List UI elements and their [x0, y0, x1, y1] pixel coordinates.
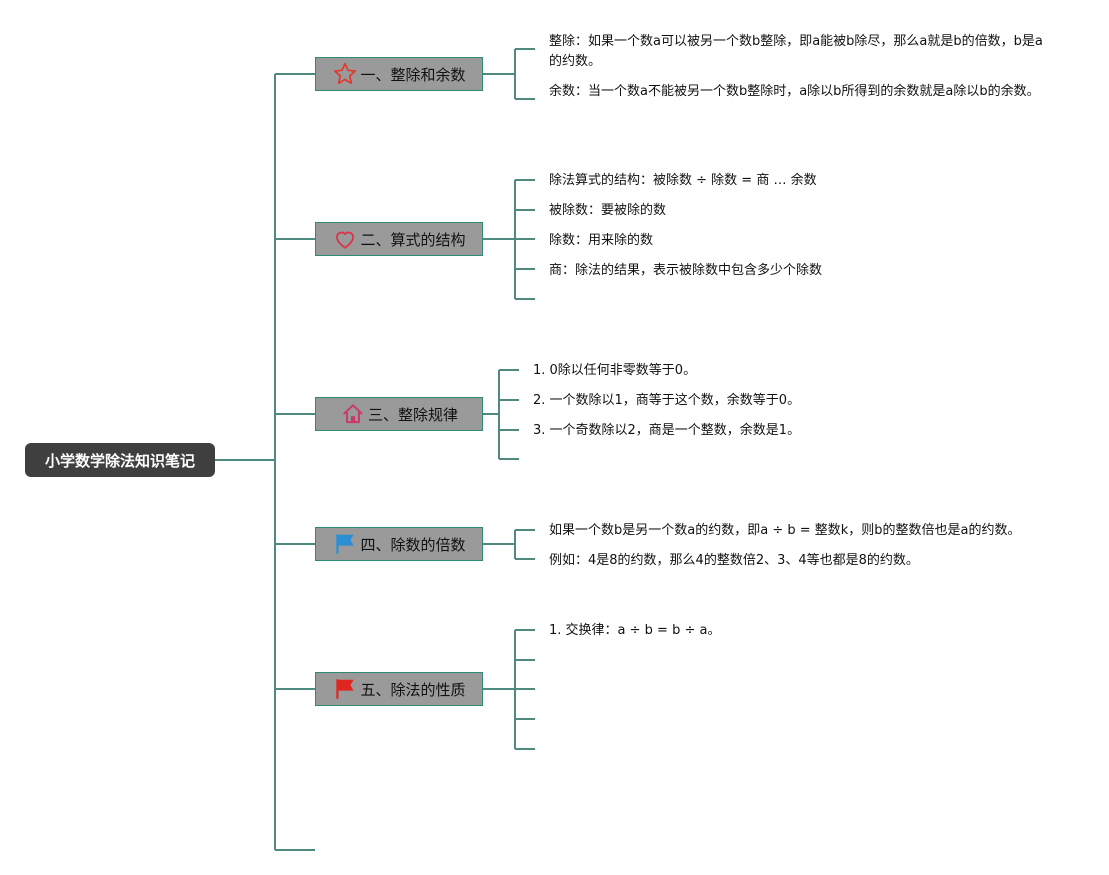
branch-3-item-1: 1. 0除以任何非零数等于0。: [533, 363, 697, 378]
branch-2-node[interactable]: 二、算式的结构: [315, 222, 483, 256]
branch-1-label: 一、整除和余数: [360, 65, 466, 84]
star-icon: [334, 62, 357, 84]
branch-4-item-2: 例如：4是8的约数，那么4的整数倍2、3、4等也都是8的约数。: [549, 553, 919, 568]
branch-2-item-3: 除数：用来除的数: [549, 233, 654, 248]
branch-3-item-3: 3. 一个奇数除以2，商是一个整数，余数是1。: [533, 423, 801, 438]
branch-5-label: 五、除法的性质: [360, 680, 466, 699]
branch-1-node[interactable]: 一、整除和余数: [315, 57, 483, 91]
root-node[interactable]: 小学数学除法知识笔记: [25, 443, 215, 477]
red-flag-icon: [336, 679, 355, 699]
branch-4-item-1: 如果一个数b是另一个数a的约数，即a ÷ b = 整数k，则b的整数倍也是a的约…: [549, 523, 1021, 538]
house-icon: [343, 404, 363, 424]
branch-4-node[interactable]: 四、除数的倍数: [315, 527, 483, 561]
heart-icon: [336, 231, 355, 249]
branch-2-item-2: 被除数：要被除的数: [549, 203, 667, 218]
branch-5-item-1: 1. 交换律：a ÷ b = b ÷ a。: [549, 623, 721, 638]
branch-2-item-1: 除法算式的结构：被除数 ÷ 除数 = 商 … 余数: [549, 173, 817, 188]
branch-2-label: 二、算式的结构: [360, 230, 466, 249]
blue-flag-icon: [336, 534, 355, 554]
branch-3-label: 三、整除规律: [367, 405, 458, 424]
branch-3-item-2: 2. 一个数除以1，商等于这个数，余数等于0。: [533, 393, 801, 408]
branch-4-label: 四、除数的倍数: [360, 535, 466, 554]
branch-3-node[interactable]: 三、整除规律: [315, 397, 483, 431]
branch-1-item-2: 余数：当一个数a不能被另一个数b整除时，a除以b所得到的余数就是a除以b的余数。: [549, 84, 1040, 99]
branch-5-node[interactable]: 五、除法的性质: [315, 672, 483, 706]
branch-2-item-4: 商：除法的结果，表示被除数中包含多少个除数: [549, 263, 823, 278]
root-title: 小学数学除法知识笔记: [44, 451, 195, 470]
branch-1-item-1: 整除：如果一个数a可以被另一个数b整除，即a能被b除尽，那么a就是b的倍数，b是…: [549, 34, 1043, 69]
